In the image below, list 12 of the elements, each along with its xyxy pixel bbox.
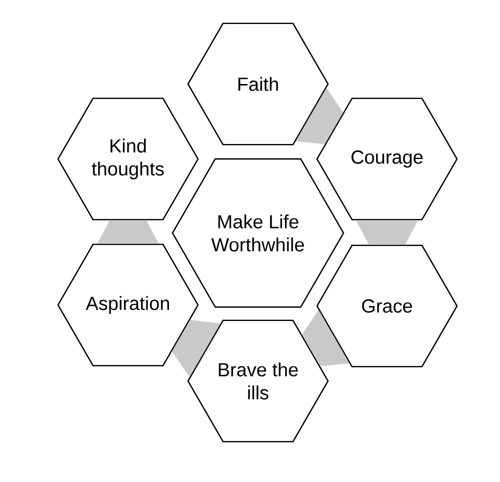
connector-band [172,320,220,378]
connector-band [302,310,350,366]
hexagon: Courage [316,98,458,220]
hexagon: Grace [316,244,458,368]
hexagon: Faith [187,22,329,146]
hexagon: Make Life Worthwhile [172,158,344,308]
hexagon: Kind thoughts [57,98,199,220]
connector-band [97,220,159,244]
connector-band [296,88,344,144]
hexagon: Aspiration [57,244,199,366]
connector-band [356,220,418,245]
hexagon: Brave the ills [187,320,329,442]
